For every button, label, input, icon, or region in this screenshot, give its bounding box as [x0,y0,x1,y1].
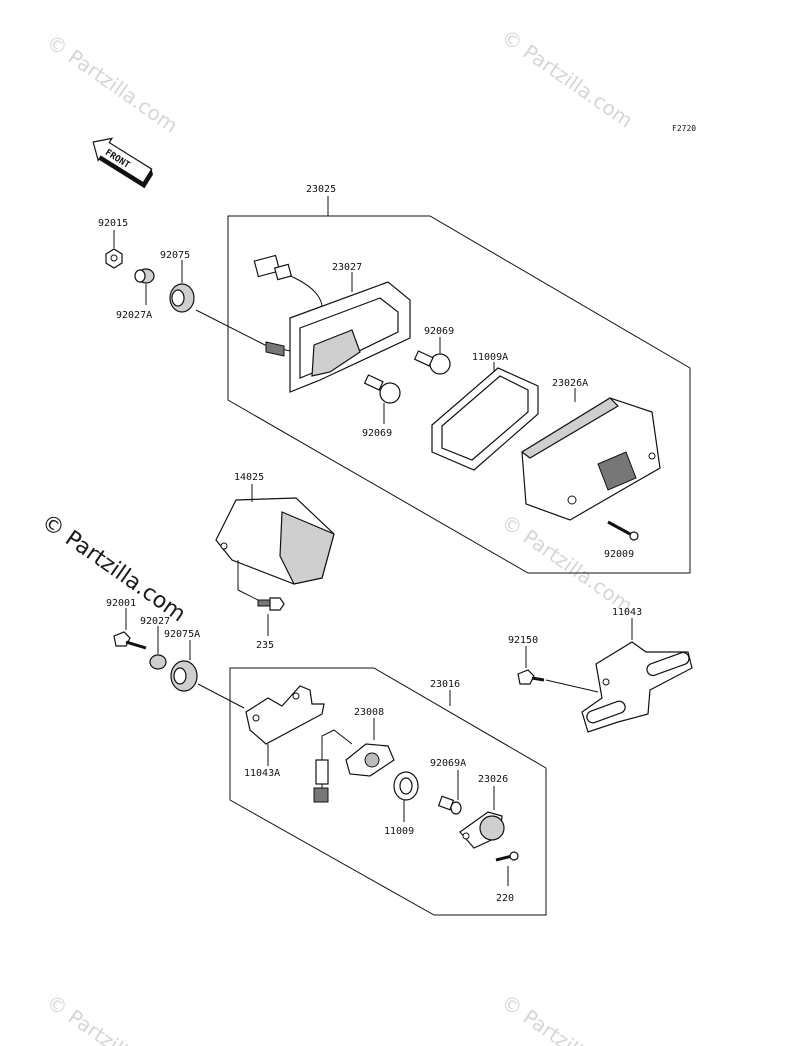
assembly-outline-23016 [229,667,547,916]
watermark: © Partzilla.com [497,989,637,1046]
part-label: 92027 [140,616,170,627]
part-label: 23026 [478,774,508,785]
grommet-icon [169,283,195,313]
bracket-icon [581,641,693,733]
part-label: 92075A [164,629,200,640]
part-label: 11009A [472,352,508,363]
part-label: 23008 [354,707,384,718]
part-label: 23025 [306,184,336,195]
watermark-prominent: © Partzilla.com [37,509,190,627]
collar-icon [149,654,167,670]
socket-icon [313,729,395,803]
figure-code: F2720 [672,124,696,133]
part-label: 92069 [362,428,392,439]
lamp-housing-icon [253,254,411,393]
part-label: 23027 [332,262,362,273]
part-label: 92001 [106,598,136,609]
bracket-icon [245,685,325,745]
part-label: 11043 [612,607,642,618]
nut-icon [105,248,123,269]
part-label: 92069A [430,758,466,769]
part-label: 23026A [552,378,588,389]
assembly-outline-23025 [227,215,691,574]
part-label: 14025 [234,472,264,483]
part-labels: 23025 92015 92075 92027A 23027 92069 110… [98,184,642,904]
bolt-icon [517,669,545,685]
part-label: 92150 [508,635,538,646]
screw-icon [607,520,639,541]
part-label: 92009 [604,549,634,560]
part-label: 92027A [116,310,152,321]
part-label: 92069 [424,326,454,337]
part-label: 11043A [244,768,280,779]
lens-icon [520,397,661,521]
part-label: 92075 [160,250,190,261]
watermark-group: © Partzilla.com © Partzilla.com © Partzi… [37,24,638,1046]
grommet-icon [170,660,198,692]
watermark: © Partzilla.com [42,29,182,137]
gasket-icon [431,367,539,471]
part-label: 235 [256,640,274,651]
front-arrow-icon: FRONT [92,137,153,189]
bulb-icon [437,795,462,815]
part-label: 23016 [430,679,460,690]
part-label: 11009 [384,826,414,837]
bolt-icon [257,597,285,611]
bolt-icon [113,631,147,650]
watermark: © Partzilla.com [497,24,637,132]
lens-icon [459,811,505,849]
part-label: 92015 [98,218,128,229]
gasket-ring-icon [393,771,419,801]
part-label: 220 [496,893,514,904]
bulb-icon [363,374,401,404]
bulb-icon [413,350,451,375]
watermark: © Partzilla.com [42,989,182,1046]
license-lamp-cover-icon [215,497,335,585]
collar-icon [134,268,155,284]
screw-icon [495,851,519,862]
